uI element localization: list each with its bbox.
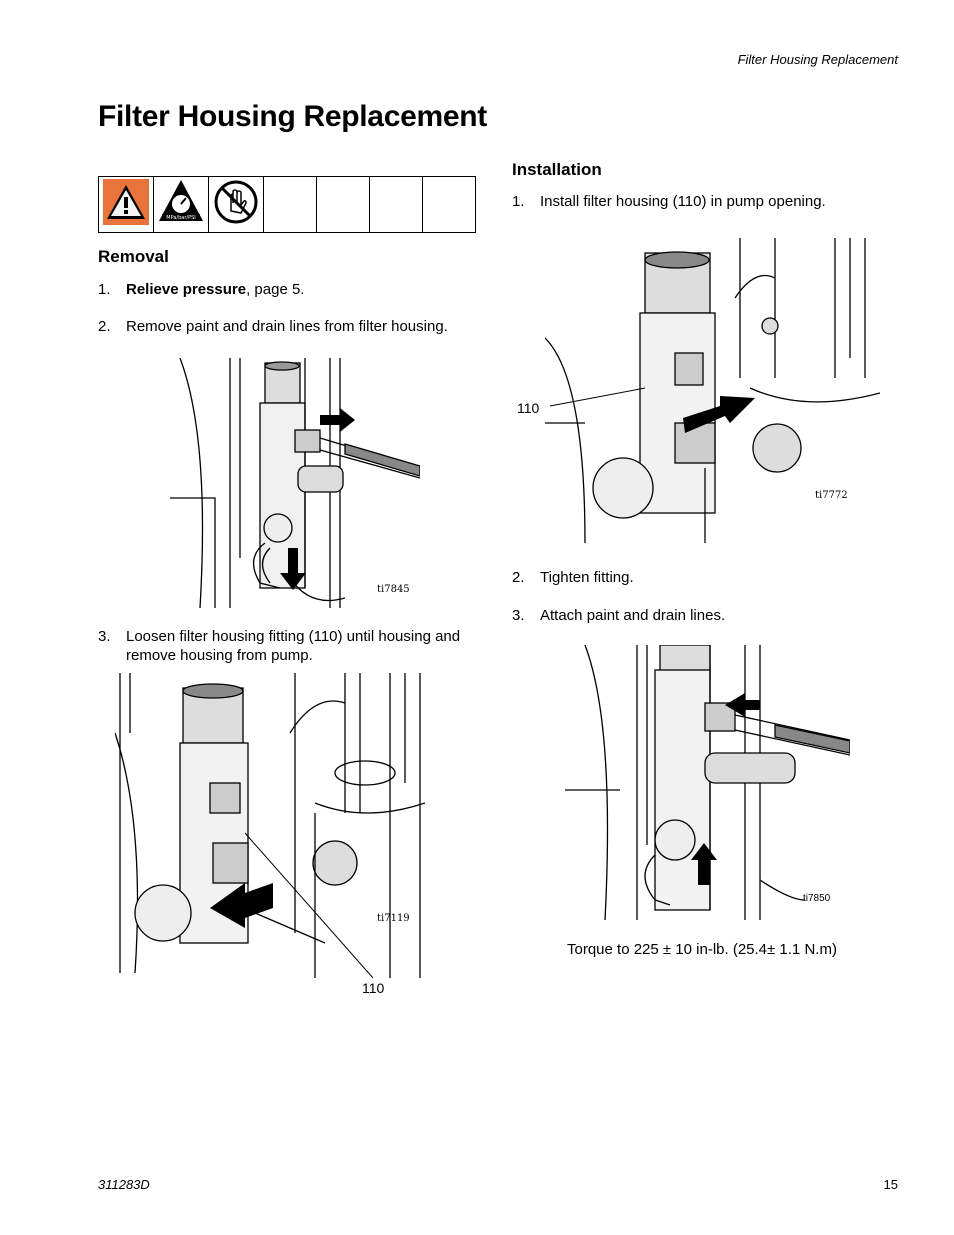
empty-cell: [315, 176, 370, 233]
page-title: Filter Housing Replacement: [98, 100, 487, 133]
doc-number: 311283D: [98, 1177, 150, 1192]
pressure-cell: MPa/bar/PSI: [152, 176, 209, 233]
warning-triangle-icon: [102, 179, 149, 225]
step-text: Loosen filter housing fitting (110) unti…: [126, 628, 461, 664]
removal-step-2: 2. Remove paint and drain lines from fil…: [98, 317, 478, 337]
step-text: Install filter housing (110) in pump ope…: [540, 193, 826, 210]
step-number: 1.: [98, 281, 111, 298]
pump-illustration: [115, 673, 426, 978]
removal-figure-2: ti7119: [115, 673, 440, 978]
installation-step-1: 1. Install filter housing (110) in pump …: [512, 192, 902, 212]
installation-figure-2: ti7850: [565, 645, 850, 920]
removal-figure-1: ti7845: [170, 358, 420, 608]
step-text: Remove paint and drain lines from filter…: [126, 318, 448, 335]
pressure-icon-label: MPa/bar/PSI: [166, 215, 196, 221]
torque-note: Torque to 225 ± 10 in-lb. (25.4± 1.1 N.m…: [567, 941, 837, 958]
empty-cell: [368, 176, 423, 233]
step-number: 2.: [98, 318, 111, 335]
step-number: 3.: [98, 628, 111, 645]
installation-figure-1: ti7772: [545, 238, 880, 543]
empty-cell: [262, 176, 317, 233]
no-hand-cell: [207, 176, 264, 233]
pump-illustration: [565, 645, 850, 920]
running-header: Filter Housing Replacement: [737, 52, 898, 67]
removal-step-3: 3. Loosen filter housing fitting (110) u…: [98, 627, 480, 667]
no-hand-icon: [214, 180, 258, 224]
step-number: 3.: [512, 607, 525, 624]
pump-illustration: [170, 358, 420, 608]
removal-heading: Removal: [98, 247, 169, 266]
installation-step-2: 2. Tighten fitting.: [512, 568, 902, 588]
empty-cell: [421, 176, 477, 233]
figure-code: ti7772: [815, 490, 848, 501]
step-number: 1.: [512, 193, 525, 210]
figure-code: ti7850: [803, 893, 831, 904]
warning-cell: [98, 176, 154, 233]
figure-code: ti7119: [377, 913, 410, 924]
step-text: Attach paint and drain lines.: [540, 607, 726, 624]
removal-step-1: 1. Relieve pressure, page 5.: [98, 280, 478, 300]
removal-section: Removal: [98, 247, 169, 267]
step-text: , page 5.: [246, 281, 305, 298]
step-number: 2.: [512, 569, 525, 586]
installation-step-3: 3. Attach paint and drain lines.: [512, 606, 902, 626]
page-number: 15: [883, 1177, 898, 1192]
installation-section: Installation: [512, 160, 602, 180]
figure-code: ti7845: [377, 584, 410, 595]
pump-illustration: [545, 238, 880, 543]
warning-symbols-table: MPa/bar/PSI: [98, 176, 477, 233]
step-text: Tighten fitting.: [540, 569, 634, 586]
step-bold-text: Relieve pressure: [126, 281, 247, 298]
callout-110: 110: [362, 980, 385, 996]
callout-110: 110: [517, 400, 540, 416]
pressure-icon: MPa/bar/PSI: [158, 180, 203, 221]
installation-heading: Installation: [512, 160, 602, 179]
